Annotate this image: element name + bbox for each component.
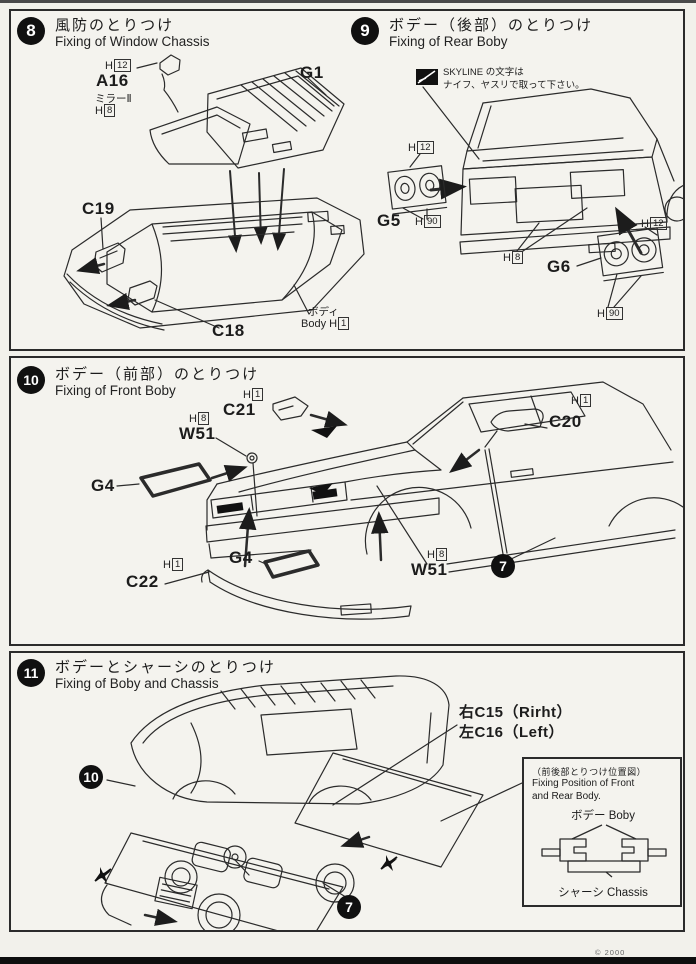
inset-body-label: ボデー Boby	[571, 810, 635, 822]
part-label-a16: A16	[96, 71, 129, 90]
scan-bottom-edge	[0, 957, 696, 964]
section11-title-jp: ボデーとシャーシのとりつけ	[55, 659, 276, 676]
part-label-body-jp: ボディ	[308, 306, 339, 318]
step7-badge-chassis: 7	[337, 895, 361, 919]
label-right-c15: 右C15（Rirht）	[459, 704, 573, 721]
part-label-g6: G6	[547, 257, 571, 276]
inset-title-en-line2: and Rear Body.	[532, 790, 601, 802]
panel-bottom: 11 ボデーとシャーシのとりつけ Fixing of Boby and Chas…	[9, 651, 685, 932]
section9-header: 9 ボデー（後部）のとりつけ Fixing of Rear Boby	[351, 17, 593, 50]
step7-badge: 7	[491, 554, 515, 578]
part-label-c22: C22	[126, 572, 159, 591]
inset-chassis-label: シャーシ Chassis	[558, 887, 648, 899]
footer-copyright: © 2000	[595, 948, 626, 957]
section11-title-en: Fixing of Boby and Chassis	[55, 676, 219, 692]
part-label-g1: G1	[300, 63, 324, 82]
section9-title-en: Fixing of Rear Boby	[389, 34, 508, 50]
inset-title-jp: （前後部とりつけ位置図）	[532, 767, 647, 777]
part-label-c21: C21	[223, 400, 256, 419]
clip-diagram-svg	[541, 824, 667, 878]
section9-title-jp: ボデー（後部）のとりつけ	[389, 17, 594, 34]
part-label-g4-upper: G4	[91, 476, 115, 495]
section8-header: 8 風防のとりつけ Fixing of Window Chassis	[17, 17, 210, 50]
s8-s9-diagram-svg	[11, 11, 683, 349]
label-left-c16: 左C16（Left）	[459, 724, 565, 741]
inset-title-en-line1: Fixing Position of Front	[532, 778, 635, 789]
step10-badge: 10	[79, 765, 103, 789]
part-label-w51-bottom: W51	[411, 560, 448, 579]
part-label-g5: G5	[377, 211, 401, 230]
section10-number-badge: 10	[17, 366, 45, 394]
part-label-mirror-note: ミラーⅡ	[95, 93, 132, 105]
section10-header: 10 ボデー（前部）のとりつけ Fixing of Front Boby	[17, 366, 259, 399]
part-label-c18: C18	[212, 321, 245, 340]
section10-title-en: Fixing of Front Boby	[55, 383, 176, 399]
skyline-note-text: SKYLINE の文字は ナイフ、ヤスリで取って下さい。	[443, 67, 585, 91]
fixing-position-inset: （前後部とりつけ位置図） Fixing Position of Front an…	[522, 757, 682, 907]
section8-title-jp: 風防のとりつけ	[55, 17, 175, 34]
part-label-w51-top: W51	[179, 424, 216, 443]
section8-title-en: Fixing of Window Chassis	[55, 34, 210, 50]
section11-header: 11 ボデーとシャーシのとりつけ Fixing of Boby and Chas…	[17, 659, 276, 692]
section8-number-badge: 8	[17, 17, 45, 45]
section9-number-badge: 9	[351, 17, 379, 45]
section10-title-jp: ボデー（前部）のとりつけ	[55, 366, 260, 383]
part-label-c20: C20	[549, 412, 582, 431]
part-label-c19: C19	[82, 199, 115, 218]
scan-top-edge	[0, 0, 696, 3]
s10-diagram-svg	[11, 358, 683, 644]
panel-top: 8 風防のとりつけ Fixing of Window Chassis 9 ボデー…	[9, 9, 685, 351]
part-label-g4-lower: G4	[229, 548, 253, 567]
s11-diagram-svg	[94, 653, 683, 930]
section11-number-badge: 11	[17, 659, 45, 687]
